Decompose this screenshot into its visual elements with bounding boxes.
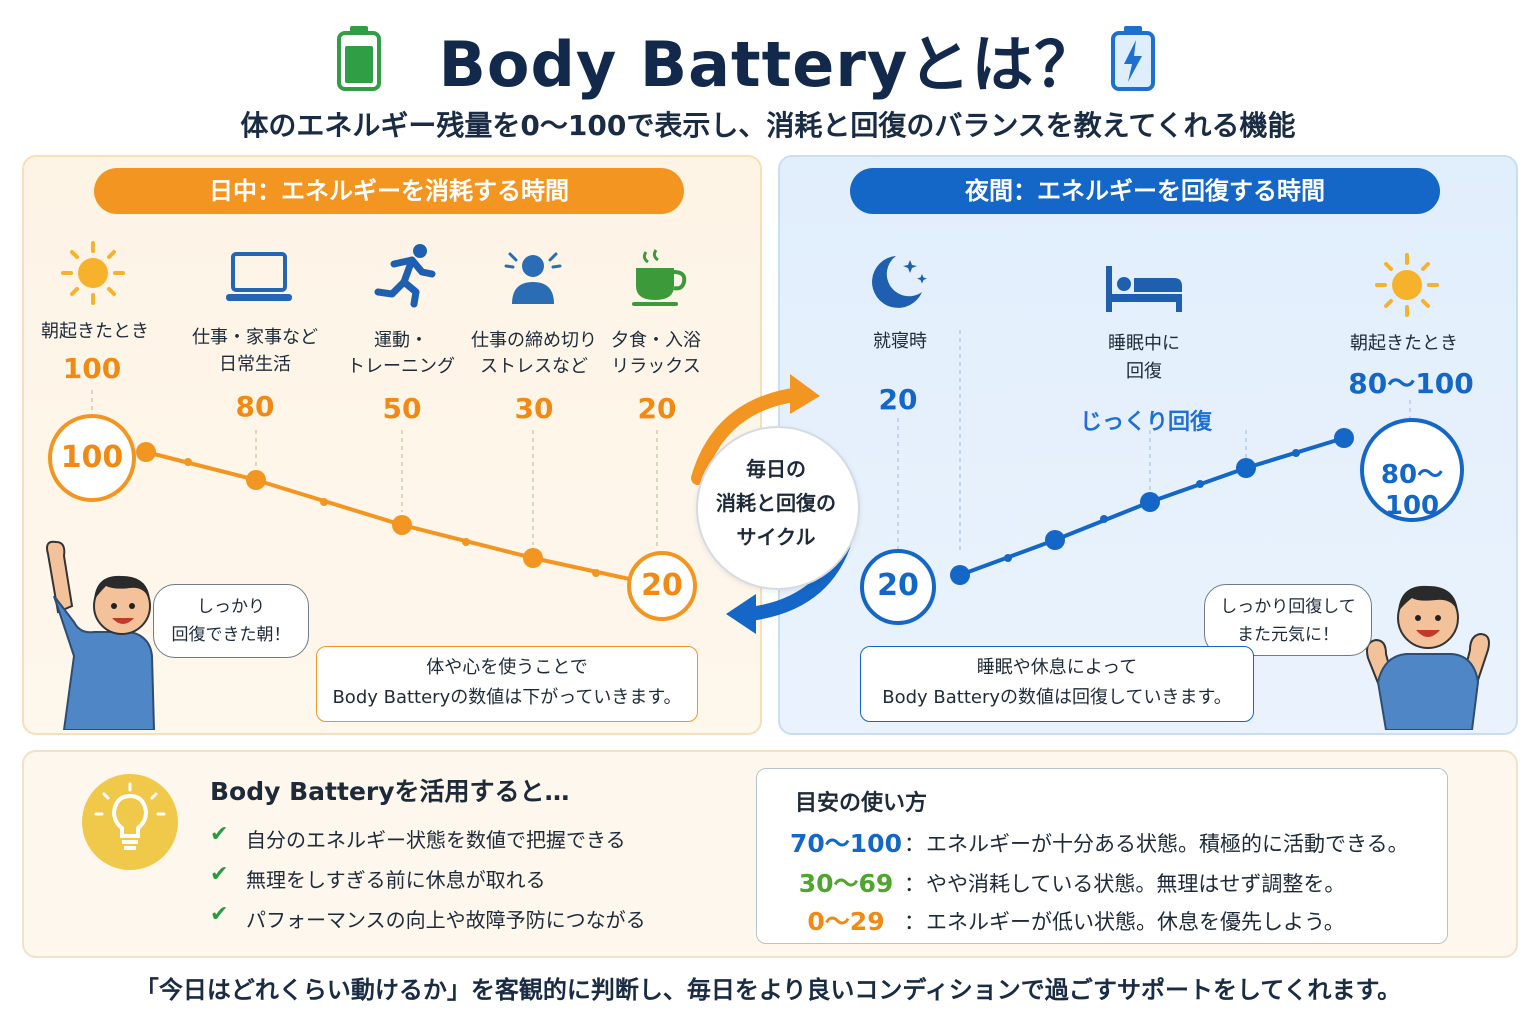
night-stage-2-label: 睡眠中に [1108, 333, 1180, 354]
page-title: Body Batteryとは？ [438, 28, 1098, 101]
night-start-circle [860, 549, 936, 625]
happy-man-fists-icon [1366, 585, 1490, 730]
battery-charging-icon [1111, 26, 1155, 91]
night-end-circle [1360, 418, 1464, 522]
day-stage-2-label: 仕事・家事など [192, 327, 318, 348]
night-end-circle-value: 80〜100 [1380, 460, 1444, 521]
night-note-line-2: Body Batteryの数値は回復していきます。 [882, 687, 1232, 708]
tea-cup-icon [632, 249, 687, 306]
day-note-line-1: 体や心を使うことで [426, 657, 588, 678]
guide-title: 目安の使い方 [795, 791, 928, 816]
orange-cycle-arrow [691, 387, 807, 485]
night-bubble-line-2: また元気に！ [1237, 625, 1339, 645]
guide-box [756, 768, 1448, 944]
day-stage-4-label-2: ストレスなど [480, 356, 588, 377]
sun-icon [61, 241, 125, 305]
cycle-circle [696, 426, 860, 590]
night-heading: 夜間：エネルギーを回復する時間 [850, 168, 1440, 214]
night-stage-2-label-2: 回復 [1126, 361, 1162, 382]
day-point-30 [523, 548, 543, 568]
guide-separator: ： [904, 872, 925, 896]
day-note: 体や心を使うことで Body Batteryの数値は下がっていきます。 [316, 646, 698, 722]
day-stage-5-value: 20 [637, 392, 677, 425]
day-stage-1-value: 100 [62, 352, 122, 385]
day-stage-4-value: 30 [514, 392, 554, 425]
benefit-item-2: 無理をしすぎる前に休息が取れる [246, 868, 546, 892]
guide-desc-mid: やや消耗している状態。無理はせず調整を。 [926, 872, 1346, 896]
day-bubble-line-1: しっかり [197, 597, 265, 617]
day-stage-3-label: 運動・ [374, 330, 428, 351]
night-stage-1-label: 就寝時 [873, 331, 927, 352]
night-speech-bubble: しっかり回復して また元気に！ [1204, 584, 1372, 656]
guide-separator: ： [904, 910, 925, 934]
day-stage-4-label: 仕事の締め切り [471, 330, 597, 351]
cycle-text-line-1: 毎日の [746, 457, 806, 481]
bed-icon [1106, 266, 1182, 312]
cycle-text-line-2: 消耗と回復の [716, 491, 836, 515]
page-subtitle: 体のエネルギー残量を0〜100で表示し、消耗と回復のバランスを教えてくれる機能 [240, 109, 1296, 142]
night-bubble-line-1: しっかり回復して [1220, 597, 1356, 617]
day-heading: 日中：エネルギーを消耗する時間 [94, 168, 684, 214]
day-note-line-2: Body Batteryの数値は下がっていきます。 [332, 687, 682, 708]
day-speech-bubble: しっかり 回復できた朝！ [153, 584, 309, 658]
day-stage-3-label-2: トレーニング [347, 356, 455, 377]
day-end-circle-value: 20 [641, 568, 683, 603]
moon-icon [872, 256, 927, 308]
day-stage-3-value: 50 [382, 392, 422, 425]
stressed-person-icon [504, 252, 562, 304]
footer-text: 「今日はどれくらい動けるか」を客観的に判断し、毎日をより良いコンディションで過ご… [134, 976, 1402, 1004]
cycle-text-line-3: サイクル [736, 525, 816, 549]
day-end-circle [627, 551, 697, 621]
night-stage-1-value: 20 [878, 383, 918, 416]
day-point-50 [392, 515, 412, 535]
cycle-text: 毎日の 消耗と回復の サイクル [696, 452, 856, 554]
night-start-circle-value: 20 [877, 568, 919, 603]
check-icon: ✔ [210, 902, 229, 927]
guide-desc-high: エネルギーが十分ある状態。積極的に活動できる。 [926, 832, 1409, 856]
day-stage-2-label-2: 日常生活 [219, 354, 291, 375]
night-stage-3-value: 80〜100 [1348, 367, 1474, 400]
day-stage-5-label-2: リラックス [611, 356, 701, 377]
guide-range-high: 70〜100 [790, 829, 902, 858]
benefit-item-1: 自分のエネルギー状態を数値で把握できる [246, 828, 626, 852]
day-stage-1-label: 朝起きたとき [41, 321, 149, 342]
night-stage-3-label: 朝起きたとき [1350, 333, 1458, 354]
day-start-circle-value: 100 [60, 440, 124, 475]
benefits-title: Body Batteryを活用すると… [210, 777, 570, 806]
guide-desc-low: エネルギーが低い状態。休息を優先しよう。 [926, 910, 1345, 934]
night-note: 睡眠や休息によって Body Batteryの数値は回復していきます。 [860, 646, 1254, 722]
morning-sun-icon [1375, 253, 1439, 317]
night-energy-line [860, 330, 1464, 625]
day-bubble-line-2: 回復できた朝！ [171, 625, 291, 645]
lightbulb-icon [82, 774, 178, 870]
day-point-100 [136, 442, 156, 462]
day-point-80 [246, 470, 266, 490]
day-stage-5-label: 夕食・入浴 [611, 330, 701, 351]
runner-icon [374, 244, 436, 308]
battery-full-icon [337, 26, 381, 91]
guide-range-mid: 30〜69 [798, 869, 894, 898]
check-icon: ✔ [210, 862, 229, 887]
slow-recovery-label: じっくり回復 [1079, 410, 1212, 435]
laptop-icon [226, 252, 292, 301]
day-start-circle [48, 414, 136, 502]
guide-range-low: 0〜29 [807, 907, 885, 936]
check-icon: ✔ [210, 822, 229, 847]
happy-man-arm-raised-icon [46, 540, 156, 730]
benefit-item-3: パフォーマンスの向上や故障予防につながる [246, 908, 646, 932]
night-note-line-1: 睡眠や休息によって [976, 657, 1138, 678]
day-energy-line [48, 390, 697, 621]
day-stage-2-value: 80 [235, 390, 275, 423]
guide-separator: ： [904, 832, 925, 856]
